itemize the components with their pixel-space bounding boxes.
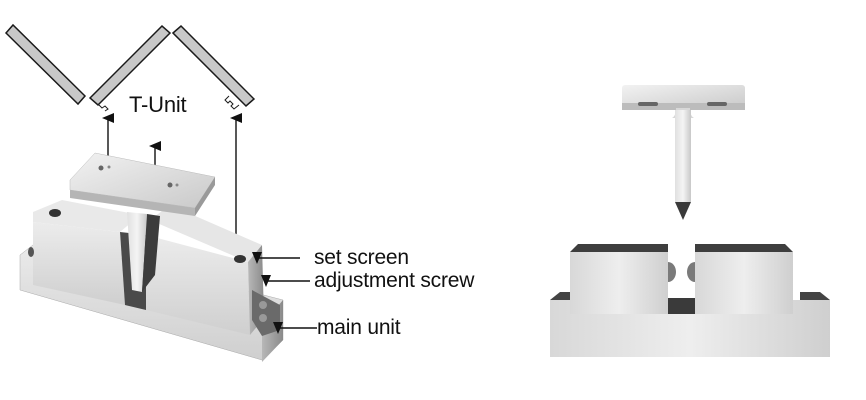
label-adjustment-screw: adjustment screw [314, 269, 475, 292]
set-screw-head [234, 255, 246, 263]
main-unit-front [550, 244, 830, 357]
t-unit-perspective [69, 152, 216, 292]
label-set-screw: set screen [314, 246, 409, 269]
hole [259, 314, 267, 322]
plate-left-outer [4, 23, 87, 106]
plate-notch-right [224, 95, 240, 110]
label-t-unit: T-Unit [129, 92, 187, 117]
t-unit-front [622, 85, 745, 220]
label-main-unit: main unit [317, 316, 401, 339]
screw-head [28, 247, 34, 257]
plate-left-inner [88, 24, 172, 107]
main-unit-perspective [19, 200, 284, 362]
hole [259, 301, 267, 309]
screw-head [49, 209, 61, 217]
plate-right-inner [171, 24, 256, 108]
plate-notch-left [97, 103, 109, 112]
